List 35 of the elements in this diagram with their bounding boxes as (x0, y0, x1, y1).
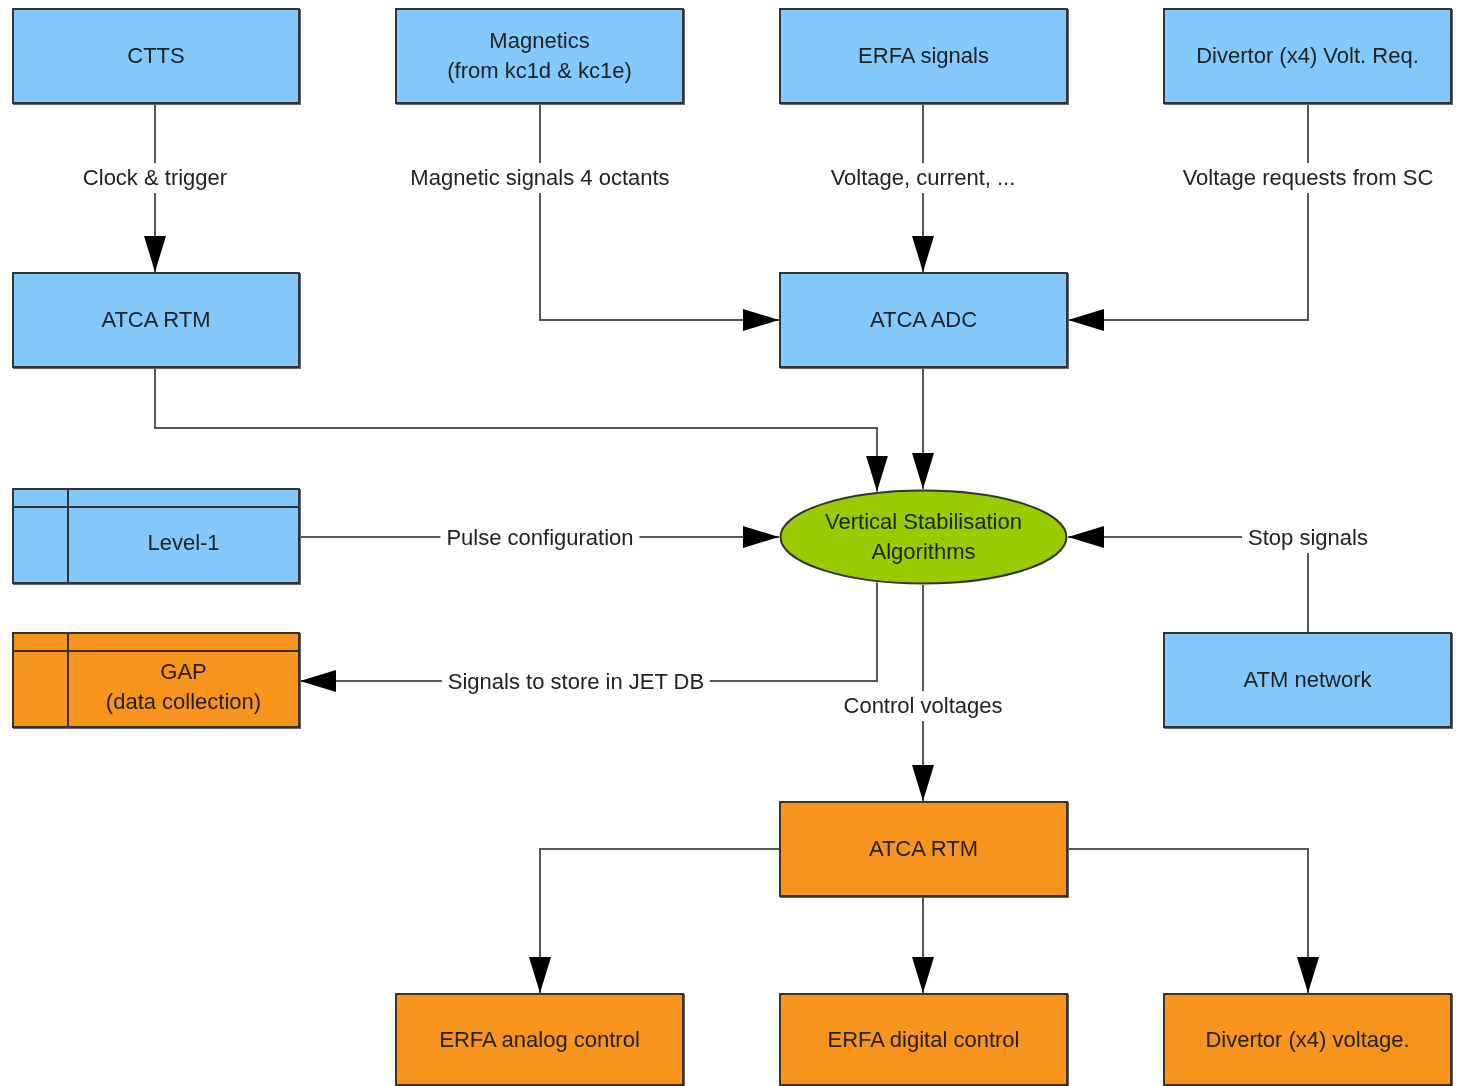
process-box (779, 993, 1068, 1086)
arrow (912, 896, 934, 994)
process-box (12, 8, 300, 104)
arrow (912, 367, 934, 490)
node-label: ATCA RTM (101, 306, 211, 335)
arrow (529, 848, 780, 994)
table-shape-node (12, 632, 300, 728)
table-shape-node (12, 488, 300, 584)
process-box (779, 8, 1068, 104)
process-box (779, 272, 1068, 368)
node-label: ATCA RTM (868, 835, 979, 864)
node-label: ERFA analog control (439, 1025, 640, 1054)
process-box (1163, 8, 1452, 104)
process-box (1163, 632, 1452, 728)
node-label: CTTS (127, 42, 185, 71)
node-label: GAP (data collection) (104, 658, 263, 716)
arrow (539, 103, 780, 331)
node-label: Divertor (x4) Volt. Req. (1196, 42, 1419, 71)
process-box (779, 801, 1068, 897)
process-box (395, 8, 684, 104)
process-box (12, 272, 300, 368)
arrow (154, 367, 888, 493)
arrow (1067, 848, 1319, 994)
node-label: Vertical Stabilisation Algorithms (824, 508, 1023, 566)
ellipse-node (779, 489, 1068, 585)
process-box (1163, 993, 1452, 1086)
node-label: ATCA ADC (869, 306, 978, 335)
process-box (395, 993, 684, 1086)
node-label: ERFA digital control (827, 1025, 1020, 1054)
node-label: Level-1 (147, 529, 220, 558)
node-label: ATM network (1243, 666, 1372, 695)
node-label: ERFA signals (858, 42, 989, 71)
node-label: Divertor (x4) voltage. (1205, 1025, 1410, 1054)
arrow (1067, 103, 1309, 331)
node-label: Magnetics (from kc1d & kc1e) (446, 27, 633, 85)
